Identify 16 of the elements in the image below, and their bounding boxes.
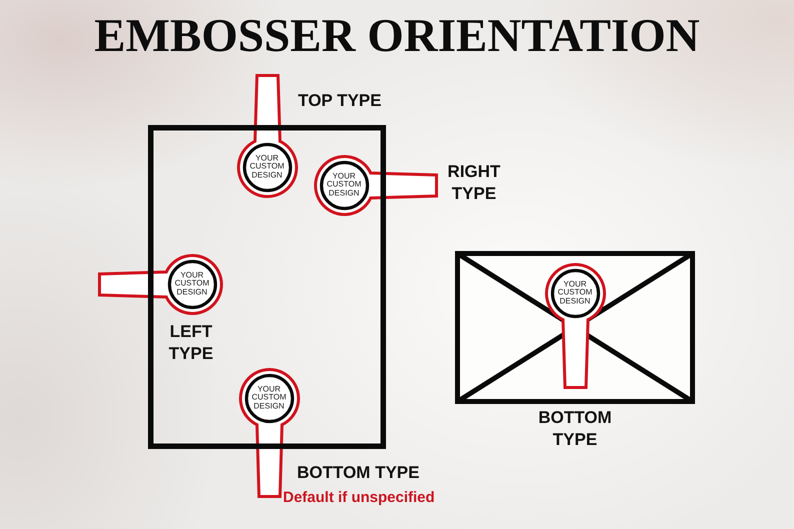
diagram-title: EMBOSSER ORIENTATION xyxy=(94,13,700,60)
default-note: Default if unspecified xyxy=(283,488,435,508)
embosser-seal xyxy=(236,72,298,198)
orientation-label: LEFT TYPE xyxy=(168,321,214,366)
orientation-label: TOP TYPE xyxy=(298,90,382,112)
orientation-label: BOTTOM TYPE xyxy=(297,462,420,484)
seal-design-text: YOUR CUSTOM DESIGN xyxy=(556,280,594,306)
orientation-label: RIGHT TYPE xyxy=(446,161,502,206)
embosser-seal xyxy=(96,252,224,316)
seal-design-text: YOUR CUSTOM DESIGN xyxy=(174,271,210,297)
seal-design-text: YOUR CUSTOM DESIGN xyxy=(326,172,362,198)
orientation-label: BOTTOM TYPE xyxy=(537,407,613,452)
seal-design-text: YOUR CUSTOM DESIGN xyxy=(248,154,286,180)
seal-design-text: YOUR CUSTOM DESIGN xyxy=(250,385,288,411)
embosser-seal xyxy=(312,154,438,216)
embosser-seal xyxy=(544,262,606,390)
